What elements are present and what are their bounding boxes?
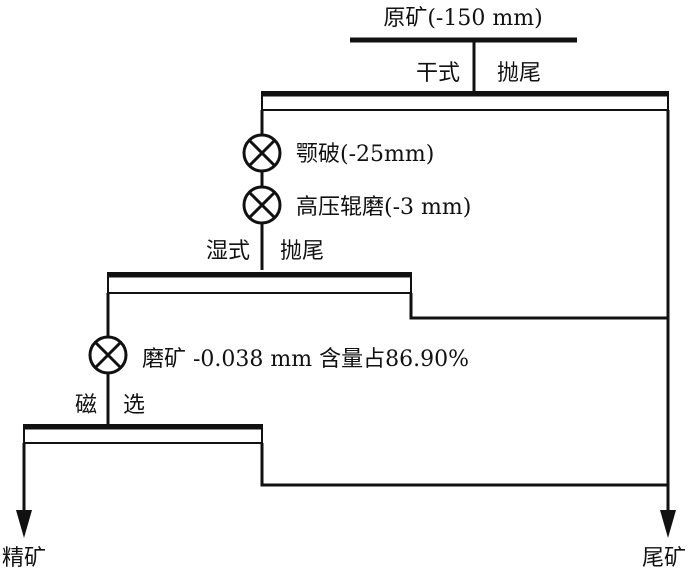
circle-x-icon: [242, 185, 282, 225]
dry-stage-label: 干式: [416, 61, 460, 86]
magnetic-tailing-line: [260, 443, 668, 487]
wet-tailing-line: [409, 293, 668, 320]
circle-x-icon: [242, 133, 282, 173]
circle-x-icon: [88, 335, 128, 375]
wet-stage-label: 湿式: [206, 239, 250, 264]
arrow-down-icon: [16, 510, 32, 538]
concentrate-label: 精矿: [2, 546, 46, 571]
dry-tailing-label: 抛尾: [497, 61, 541, 86]
grinding-label: 磨矿 -0.038 mm 含量占86.90%: [142, 347, 469, 372]
wet-tailing-label: 抛尾: [280, 239, 324, 264]
magnetic-stage-label: 磁: [75, 393, 97, 418]
feed-label: 原矿(-150 mm): [383, 6, 542, 31]
arrow-down-icon: [660, 510, 676, 538]
jaw-crusher-label: 颚破(-25mm): [296, 142, 434, 167]
magnetic-stage-label-2: 选: [123, 393, 145, 418]
tailings-label: 尾矿: [642, 546, 686, 571]
hpgr-label: 高压辊磨(-3 mm): [296, 195, 471, 220]
